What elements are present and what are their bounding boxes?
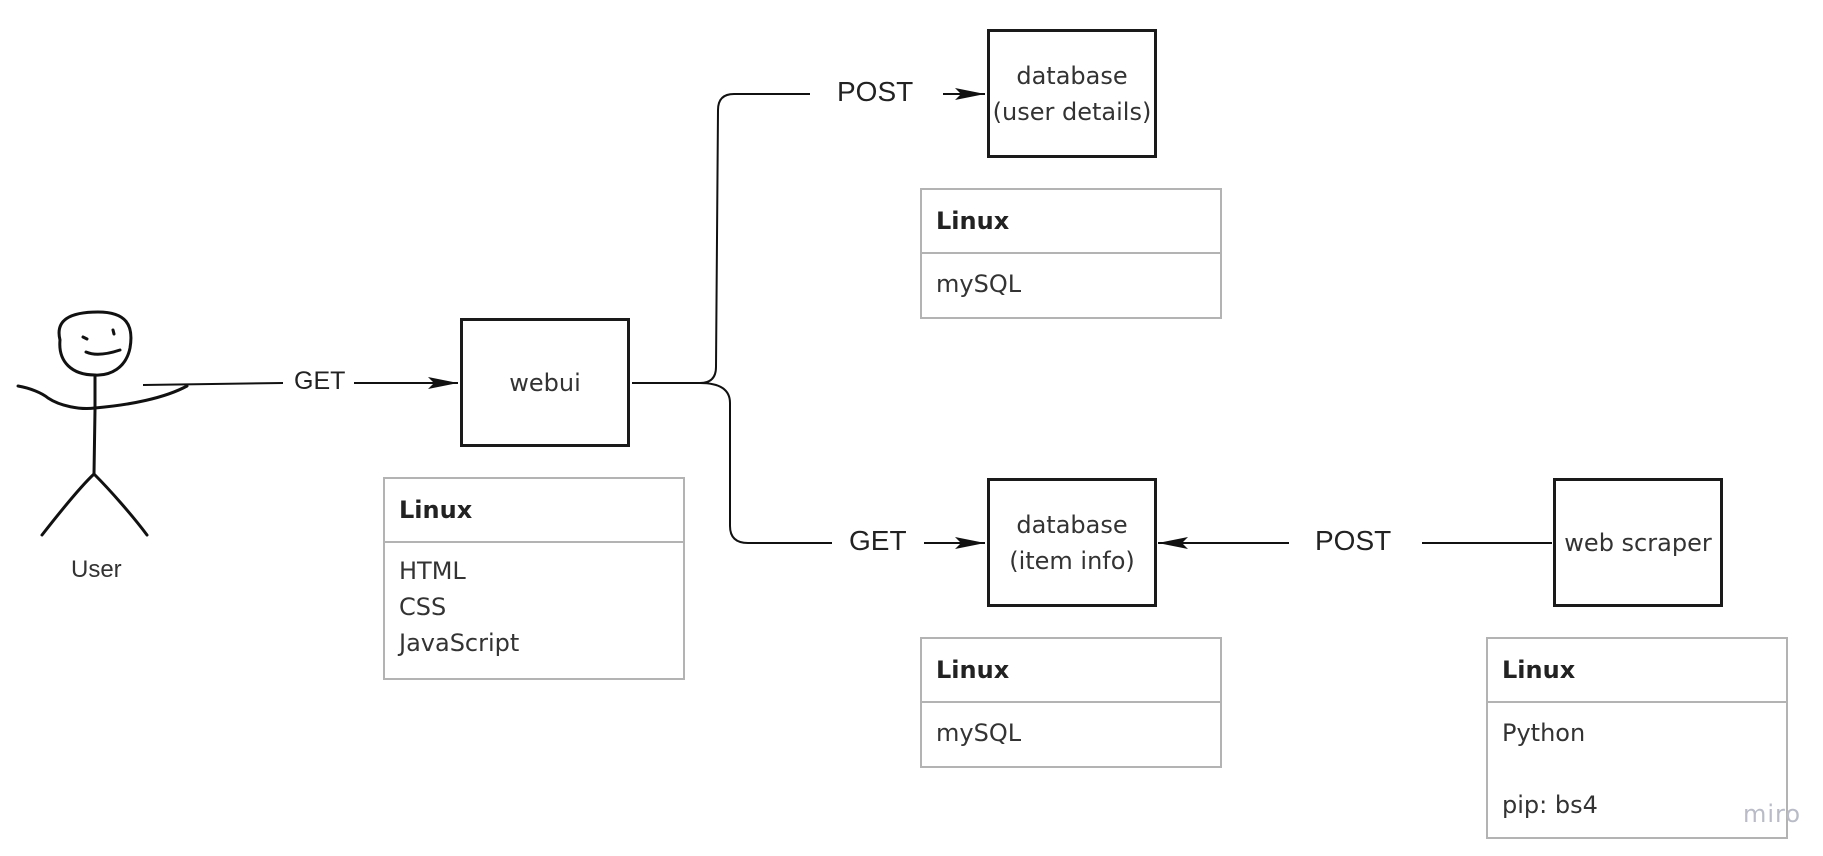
card-item: Python	[1502, 719, 1586, 747]
node-label: web scraper	[1564, 528, 1712, 557]
card-title: Linux	[1488, 639, 1786, 703]
node-label: database (user details)	[992, 61, 1152, 126]
card-title: Linux	[922, 190, 1220, 254]
card-title: Linux	[922, 639, 1220, 703]
card-body: Python pip: bs4	[1488, 703, 1786, 823]
database-item-info-node[interactable]: database (item info)	[987, 478, 1157, 607]
scraper-stack-card[interactable]: Linux Python pip: bs4	[1486, 637, 1788, 839]
edge-label-post: POST	[1309, 525, 1398, 557]
webui-stack-card[interactable]: Linux HTML CSS JavaScript	[383, 477, 685, 680]
card-item: mySQL	[936, 719, 1022, 747]
card-title: Linux	[385, 479, 683, 543]
web-scraper-node[interactable]: web scraper	[1553, 478, 1723, 607]
card-body: mySQL	[922, 254, 1220, 302]
node-label: webui	[509, 368, 581, 397]
card-item: HTML	[399, 557, 466, 585]
edge-label-post: POST	[831, 76, 920, 108]
card-body: mySQL	[922, 703, 1220, 751]
card-item: pip: bs4	[1502, 791, 1598, 819]
edge-label-get: GET	[288, 367, 352, 396]
card-spacer	[1502, 751, 1772, 787]
card-item: CSS	[399, 593, 447, 621]
card-item: mySQL	[936, 270, 1022, 298]
db-user-stack-card[interactable]: Linux mySQL	[920, 188, 1222, 319]
db-item-stack-card[interactable]: Linux mySQL	[920, 637, 1222, 768]
edge-webui-to-db-item	[699, 382, 985, 549]
node-label: database (item info)	[1009, 510, 1135, 575]
edge-label-get: GET	[843, 525, 913, 557]
card-body: HTML CSS JavaScript	[385, 543, 683, 661]
edge-user-to-webui	[142, 377, 458, 389]
miro-watermark: miro	[1743, 800, 1802, 828]
user-label: User	[71, 556, 122, 583]
edge-webui-to-db-user	[632, 88, 985, 384]
webui-node[interactable]: webui	[460, 318, 630, 447]
stick-figure-icon	[16, 310, 189, 537]
database-user-details-node[interactable]: database (user details)	[987, 29, 1157, 158]
card-item: JavaScript	[399, 629, 520, 657]
